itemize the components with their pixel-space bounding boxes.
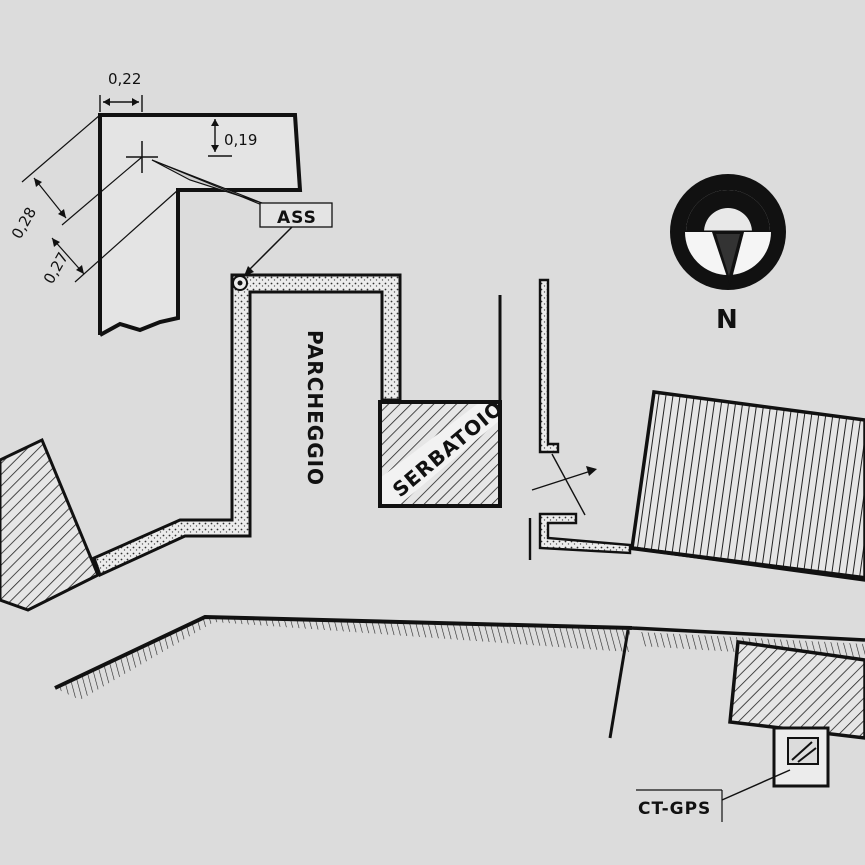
right-building (630, 390, 865, 582)
north-label: N (716, 305, 738, 335)
dim-width-label: 0,22 (108, 70, 141, 88)
gps-tag-label: CT-GPS (638, 799, 711, 819)
bottom-right-block (728, 640, 865, 740)
dim-height-label: 0,19 (224, 131, 257, 149)
station-tag: ASS (244, 202, 333, 276)
station-tag-label: ASS (277, 208, 317, 228)
tank-block: SERBATOIO (378, 295, 508, 508)
compass-rose-icon: N (670, 174, 786, 335)
dim-diag-1-label: 0,28 (8, 204, 40, 242)
parking-label: PARCHEGGIO (303, 330, 327, 486)
right-curb-wall (528, 278, 632, 560)
dimension-width: 0,22 (99, 70, 143, 112)
gps-marker-icon (772, 726, 830, 788)
gps-tag: CT-GPS (636, 789, 723, 822)
dimension-height: 0,19 (208, 114, 257, 157)
left-building (0, 437, 100, 612)
leader-line (151, 159, 263, 206)
detail-corner (98, 113, 303, 337)
station-point-icon (232, 275, 248, 291)
